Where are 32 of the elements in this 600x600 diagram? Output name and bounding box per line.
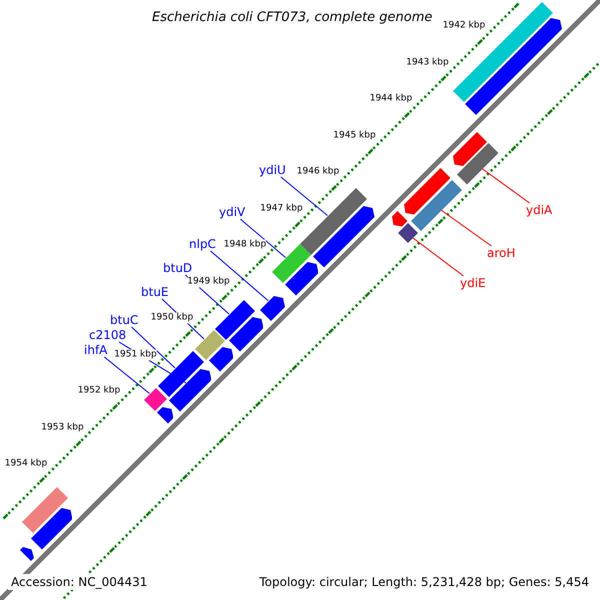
scale-label: 1947 kbp (260, 203, 303, 214)
gene-label: aroH (487, 246, 516, 260)
title: Escherichia coli CFT073, complete genome (152, 10, 432, 25)
scale-label: 1943 kbp (406, 57, 449, 68)
leader-line (131, 326, 176, 368)
gene-label: nlpC (189, 237, 216, 251)
gene-label: ydiV (219, 205, 246, 219)
leader-line (482, 168, 530, 204)
leader-line (280, 176, 328, 216)
scale-label: 1951 kbp (114, 349, 157, 360)
scale-label: 1953 kbp (41, 422, 84, 433)
gene-label: ydiU (259, 163, 286, 177)
leader-line (412, 238, 464, 276)
gene-label: c2108 (89, 328, 126, 342)
gene-label: btuD (163, 261, 192, 275)
gene-label: btuE (141, 285, 169, 299)
scale-label: 1954 kbp (4, 458, 48, 470)
gene-label: ydiE (460, 276, 486, 290)
scale-label: 1944 kbp (370, 94, 412, 104)
scale-label: 1945 kbp (333, 130, 376, 141)
scale-label: 1950 kbp (150, 312, 194, 324)
gene-label: ydiA (526, 203, 552, 217)
scale-label: 1949 kbp (187, 276, 230, 287)
leader-line (440, 210, 492, 246)
gene-label: btuC (110, 313, 138, 327)
leader-line (210, 250, 269, 302)
scale-label: 1948 kbp (224, 240, 266, 250)
scale-label: 1946 kbp (296, 166, 340, 178)
leader-line (240, 218, 286, 258)
scale-label: 1952 kbp (78, 386, 120, 396)
scale-label: 1942 kbp (442, 20, 486, 32)
gene-label: ihfA (84, 343, 108, 357)
